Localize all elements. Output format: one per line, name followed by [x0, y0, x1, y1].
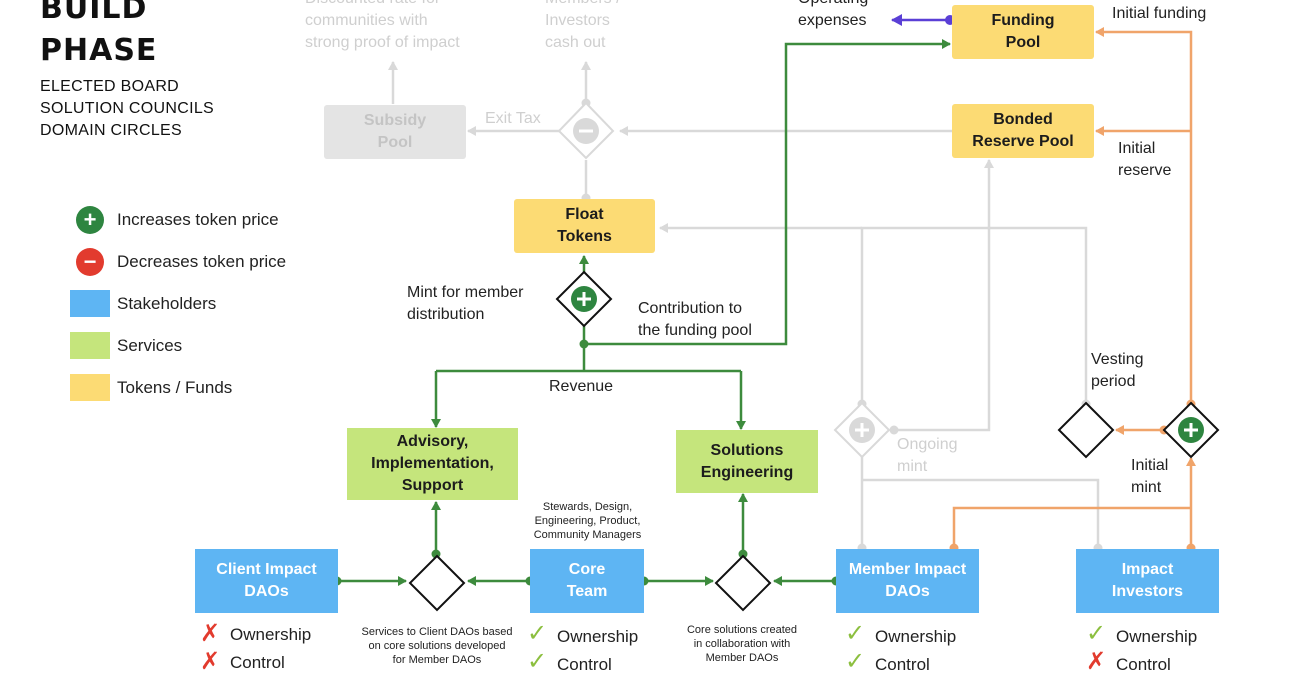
ongoing-to-bonded-arrow	[894, 159, 994, 432]
funding-pool-box: Funding Pool	[952, 5, 1094, 59]
ongoing-mint-diamond	[833, 401, 891, 459]
member-impact-daos-box: Member Impact DAOs	[836, 549, 979, 613]
client-ownership-label: Ownership	[230, 625, 312, 644]
legend-increase-label: Increases token price	[117, 210, 279, 229]
member-control-label: Control	[875, 655, 930, 674]
legend-tokens-label: Tokens / Funds	[117, 378, 233, 397]
subsidy-pool-box: Subsidy Pool	[324, 105, 466, 159]
contribution-arrow	[584, 39, 951, 346]
float-tokens-box: Float Tokens	[514, 199, 655, 253]
legend-services-label: Services	[117, 336, 183, 355]
exit-diamond	[557, 101, 615, 160]
subtitle-domain-circles: DOMAIN CIRCLES	[40, 122, 182, 139]
operating-expenses-label: Operating expenses	[798, 0, 868, 29]
core-control-label: Control	[557, 655, 612, 674]
vesting-diamond	[1057, 401, 1115, 459]
page-title: BUILD	[40, 0, 148, 26]
initial-funding-label: Initial funding	[1112, 5, 1207, 22]
vesting-period-label: Vesting period	[1091, 351, 1144, 390]
subtitle-solution-councils: SOLUTION COUNCILS	[40, 100, 215, 117]
client-impact-daos-box: Client Impact DAOs	[195, 549, 338, 613]
initial-reserve-label: Initial reserve	[1118, 140, 1172, 179]
revenue-label: Revenue	[549, 378, 614, 395]
mint-member-label: Mint for member distribution	[407, 284, 524, 323]
ongoing-mint-label: Ongoing mint	[897, 436, 958, 475]
advisory-box: Advisory, Implementation, Support	[347, 428, 518, 500]
cross-icon: ✗	[200, 647, 221, 675]
services-diamond	[408, 554, 466, 612]
cross-icon: ✗	[200, 619, 221, 647]
cross-icon: ✗	[1086, 647, 1107, 675]
check-icon: ✓	[1086, 619, 1107, 647]
check-icon: ✓	[845, 647, 866, 675]
bonded-reserve-pool-box: Bonded Reserve Pool	[952, 104, 1094, 158]
contribution-label: Contribution to the funding pool	[638, 300, 752, 339]
investor-control-label: Control	[1116, 655, 1171, 674]
members-cash-out-label: Members / Investors cash out	[545, 0, 621, 51]
legend-stakeholders-label: Stakeholders	[117, 294, 217, 313]
solutions-engineering-box: Solutions Engineering	[676, 430, 818, 493]
member-to-initial-mint	[952, 506, 1191, 548]
page-title-line2: PHASE	[40, 33, 158, 68]
minus-icon: −	[76, 248, 104, 276]
subtitle-elected-board: ELECTED BOARD	[40, 78, 180, 95]
core-team-roles-label: Stewards, Design, Engineering, Product, …	[533, 501, 642, 541]
services-note-label: Services to Client DAOs based on core so…	[361, 626, 513, 666]
plus-icon: +	[76, 206, 104, 234]
check-icon: ✓	[527, 619, 548, 647]
legend-decrease-label: Decreases token price	[117, 252, 287, 271]
flow-diagram	[332, 14, 1220, 612]
discounted-rate-label: Discounted rate for communities with str…	[305, 0, 460, 51]
investor-ownership-label: Ownership	[1116, 627, 1198, 646]
exit-tax-label: Exit Tax	[485, 110, 541, 127]
investors-grey-line	[862, 478, 1100, 548]
check-icon: ✓	[845, 619, 866, 647]
initial-mint-label: Initial mint	[1131, 457, 1169, 496]
core-solutions-diamond	[714, 554, 772, 612]
initial-funding-arrow	[1095, 27, 1193, 404]
initial-mint-diamond	[1162, 401, 1220, 459]
mint-loop-line	[860, 226, 1088, 404]
core-ownership-label: Ownership	[557, 627, 639, 646]
check-icon: ✓	[527, 647, 548, 675]
impact-investors-box: Impact Investors	[1076, 549, 1219, 613]
legend-stakeholders-swatch	[70, 290, 110, 317]
mint-diamond	[555, 270, 613, 328]
legend-tokens-swatch	[70, 374, 110, 401]
member-ownership-label: Ownership	[875, 627, 957, 646]
client-control-label: Control	[230, 653, 285, 672]
legend-services-swatch	[70, 332, 110, 359]
green-flows	[337, 39, 951, 586]
orange-flows	[952, 27, 1196, 548]
core-team-box: Core Team	[530, 549, 644, 613]
core-solutions-note-label: Core solutions created in collaboration …	[686, 624, 798, 664]
